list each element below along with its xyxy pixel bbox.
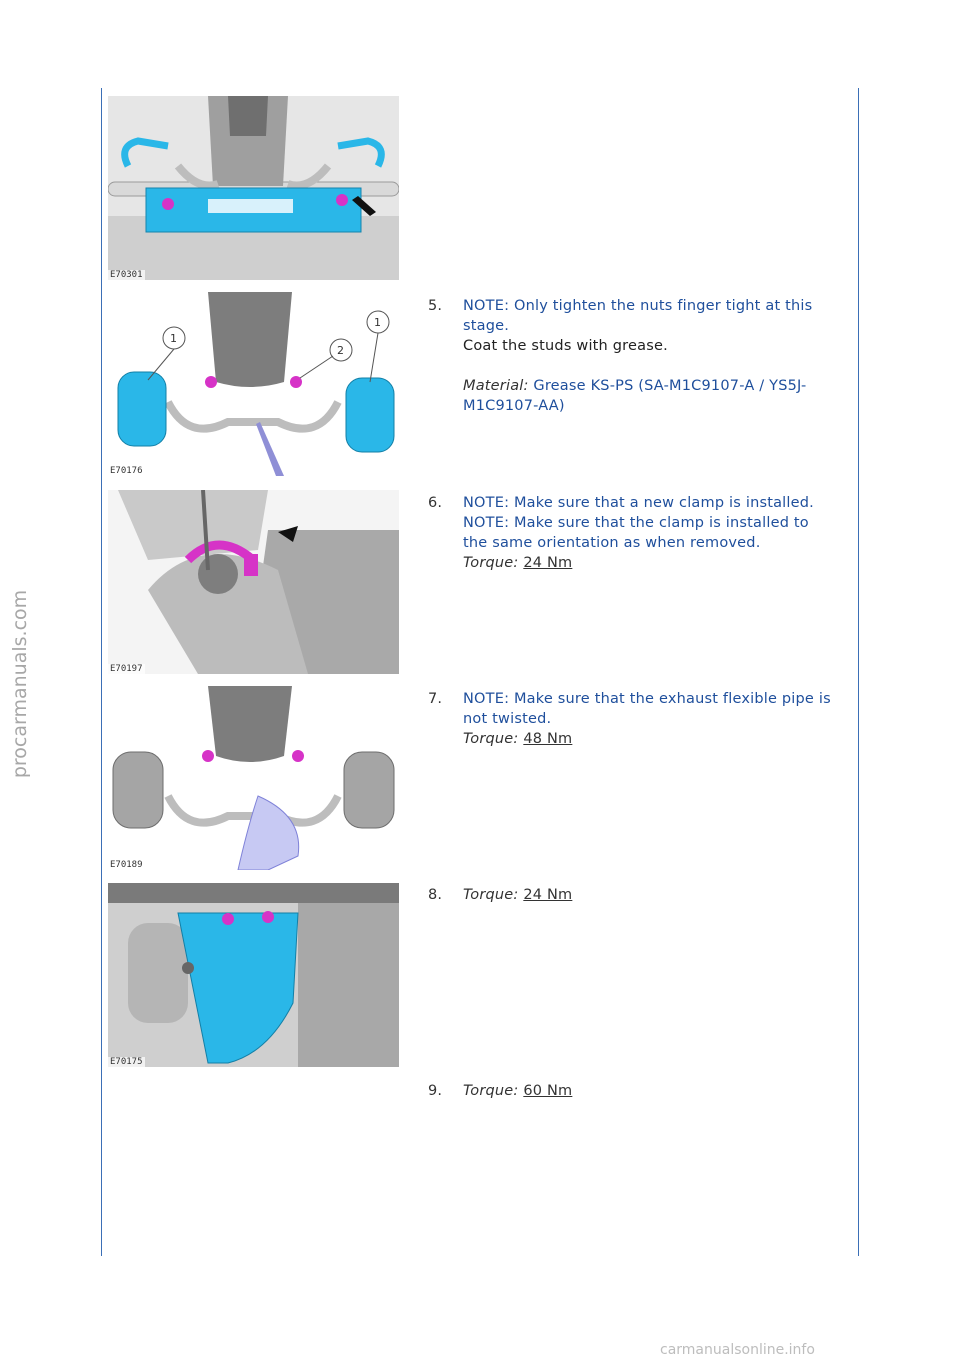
side-watermark: procarmanuals.com	[9, 589, 32, 779]
step-5: 5. NOTE: Only tighten the nuts finger ti…	[428, 296, 838, 416]
footer-watermark: carmanualsonline.info	[660, 1342, 815, 1358]
step-instruction: Coat the studs with grease.	[463, 338, 668, 354]
callout-label-b: 2	[337, 344, 344, 357]
step-7: 7. NOTE: Make sure that the exhaust flex…	[428, 689, 838, 749]
figure-e70176: 1 2 1 E70176	[108, 292, 399, 476]
right-margin-rule	[858, 88, 859, 1256]
torque-label: Torque:	[463, 1083, 519, 1099]
torque-value[interactable]: 48 Nm	[523, 731, 573, 747]
callout-label-a: 1	[170, 332, 177, 345]
step-note: NOTE: Make sure that the clamp is instal…	[463, 515, 809, 551]
step-torque: Torque: 24 Nm	[463, 553, 838, 573]
step-number: 9.	[428, 1083, 443, 1099]
torque-value[interactable]: 24 Nm	[523, 555, 573, 571]
step-6: 6. NOTE: Make sure that a new clamp is i…	[428, 493, 838, 573]
step-9: 9. Torque: 60 Nm	[428, 1081, 838, 1101]
step-number: 8.	[428, 887, 443, 903]
step-torque: Torque: 48 Nm	[463, 729, 838, 749]
step-material: Material: Grease KS-PS (SA-M1C9107-A / Y…	[463, 376, 838, 416]
step-note: NOTE: Make sure that the exhaust flexibl…	[463, 691, 831, 727]
step-8: 8. Torque: 24 Nm	[428, 885, 838, 905]
step-note: NOTE: Only tighten the nuts finger tight…	[463, 298, 813, 334]
figure-e70301: E70301	[108, 96, 399, 280]
torque-value[interactable]: 24 Nm	[523, 887, 573, 903]
figure-e70197: E70197	[108, 490, 399, 674]
material-value: Grease KS-PS (SA-M1C9107-A / YS5J-M1C910…	[463, 378, 807, 414]
callout-label-c: 1	[374, 316, 381, 329]
step-torque: Torque: 60 Nm	[463, 1081, 838, 1101]
step-torque: Torque: 24 Nm	[463, 885, 838, 905]
figure-e70189: E70189	[108, 686, 399, 870]
torque-label: Torque:	[463, 731, 519, 747]
torque-label: Torque:	[463, 555, 519, 571]
figure-e70175: E70175	[108, 883, 399, 1067]
torque-label: Torque:	[463, 887, 519, 903]
material-label: Material:	[463, 378, 529, 394]
step-number: 7.	[428, 691, 443, 707]
torque-value[interactable]: 60 Nm	[523, 1083, 573, 1099]
step-number: 5.	[428, 298, 443, 314]
step-note: NOTE: Make sure that a new clamp is inst…	[463, 495, 814, 511]
step-number: 6.	[428, 495, 443, 511]
left-margin-rule	[101, 88, 102, 1256]
